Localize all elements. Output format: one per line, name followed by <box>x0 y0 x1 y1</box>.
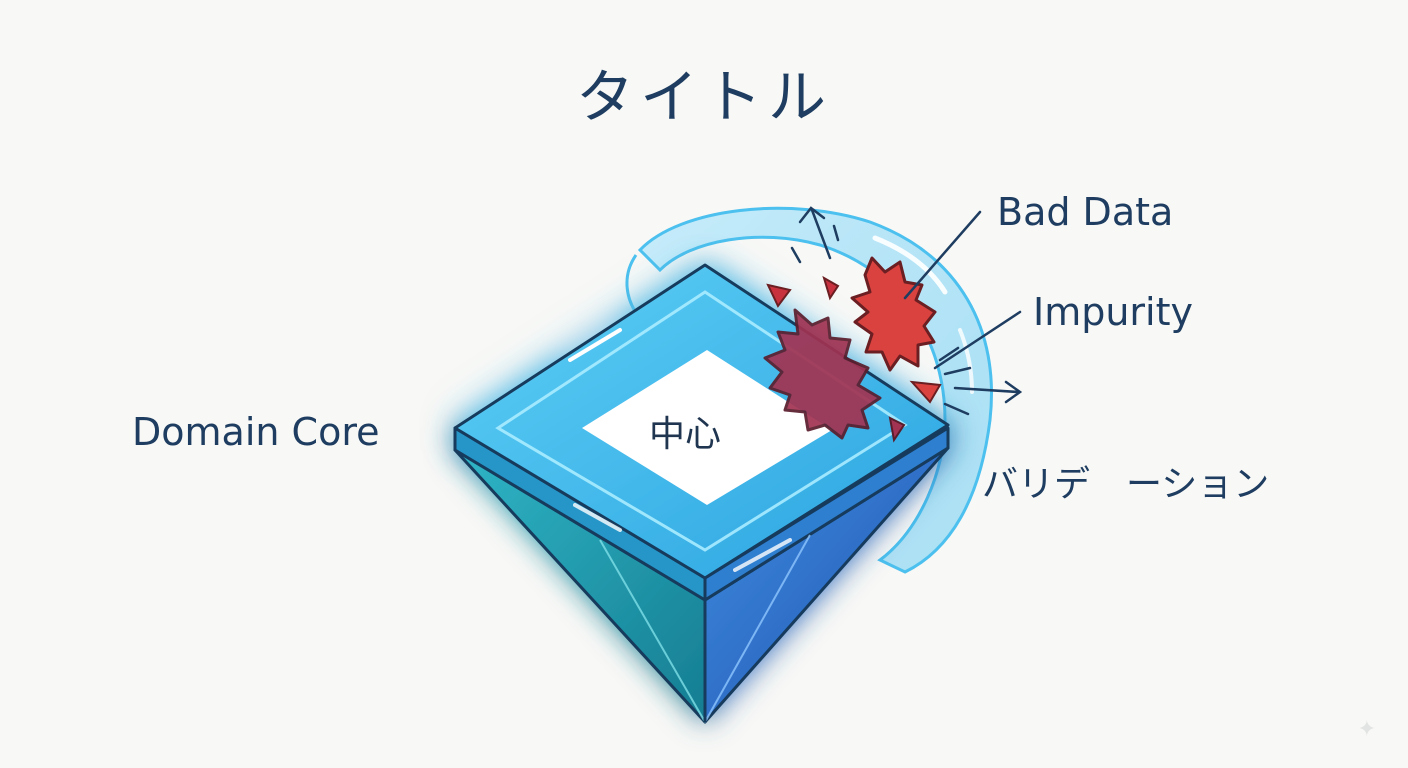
center-label: 中心 <box>648 414 721 455</box>
callout-lines <box>903 210 1022 370</box>
deflection-marks <box>790 206 1023 416</box>
domain-core-crystal <box>453 263 950 724</box>
domain-core-label: Domain Core <box>132 410 380 454</box>
impurity-blob <box>763 308 882 440</box>
impurity-label: Impurity <box>1033 290 1193 334</box>
sparkle-icon: ✦ <box>1357 717 1376 742</box>
bad-data-label: Bad Data <box>997 190 1174 234</box>
validation-label: バリデ ーション <box>982 464 1270 505</box>
bad-data-callout-line <box>903 210 982 300</box>
impurity-callout-line <box>933 310 1022 370</box>
page-title: タイトル <box>575 63 832 131</box>
